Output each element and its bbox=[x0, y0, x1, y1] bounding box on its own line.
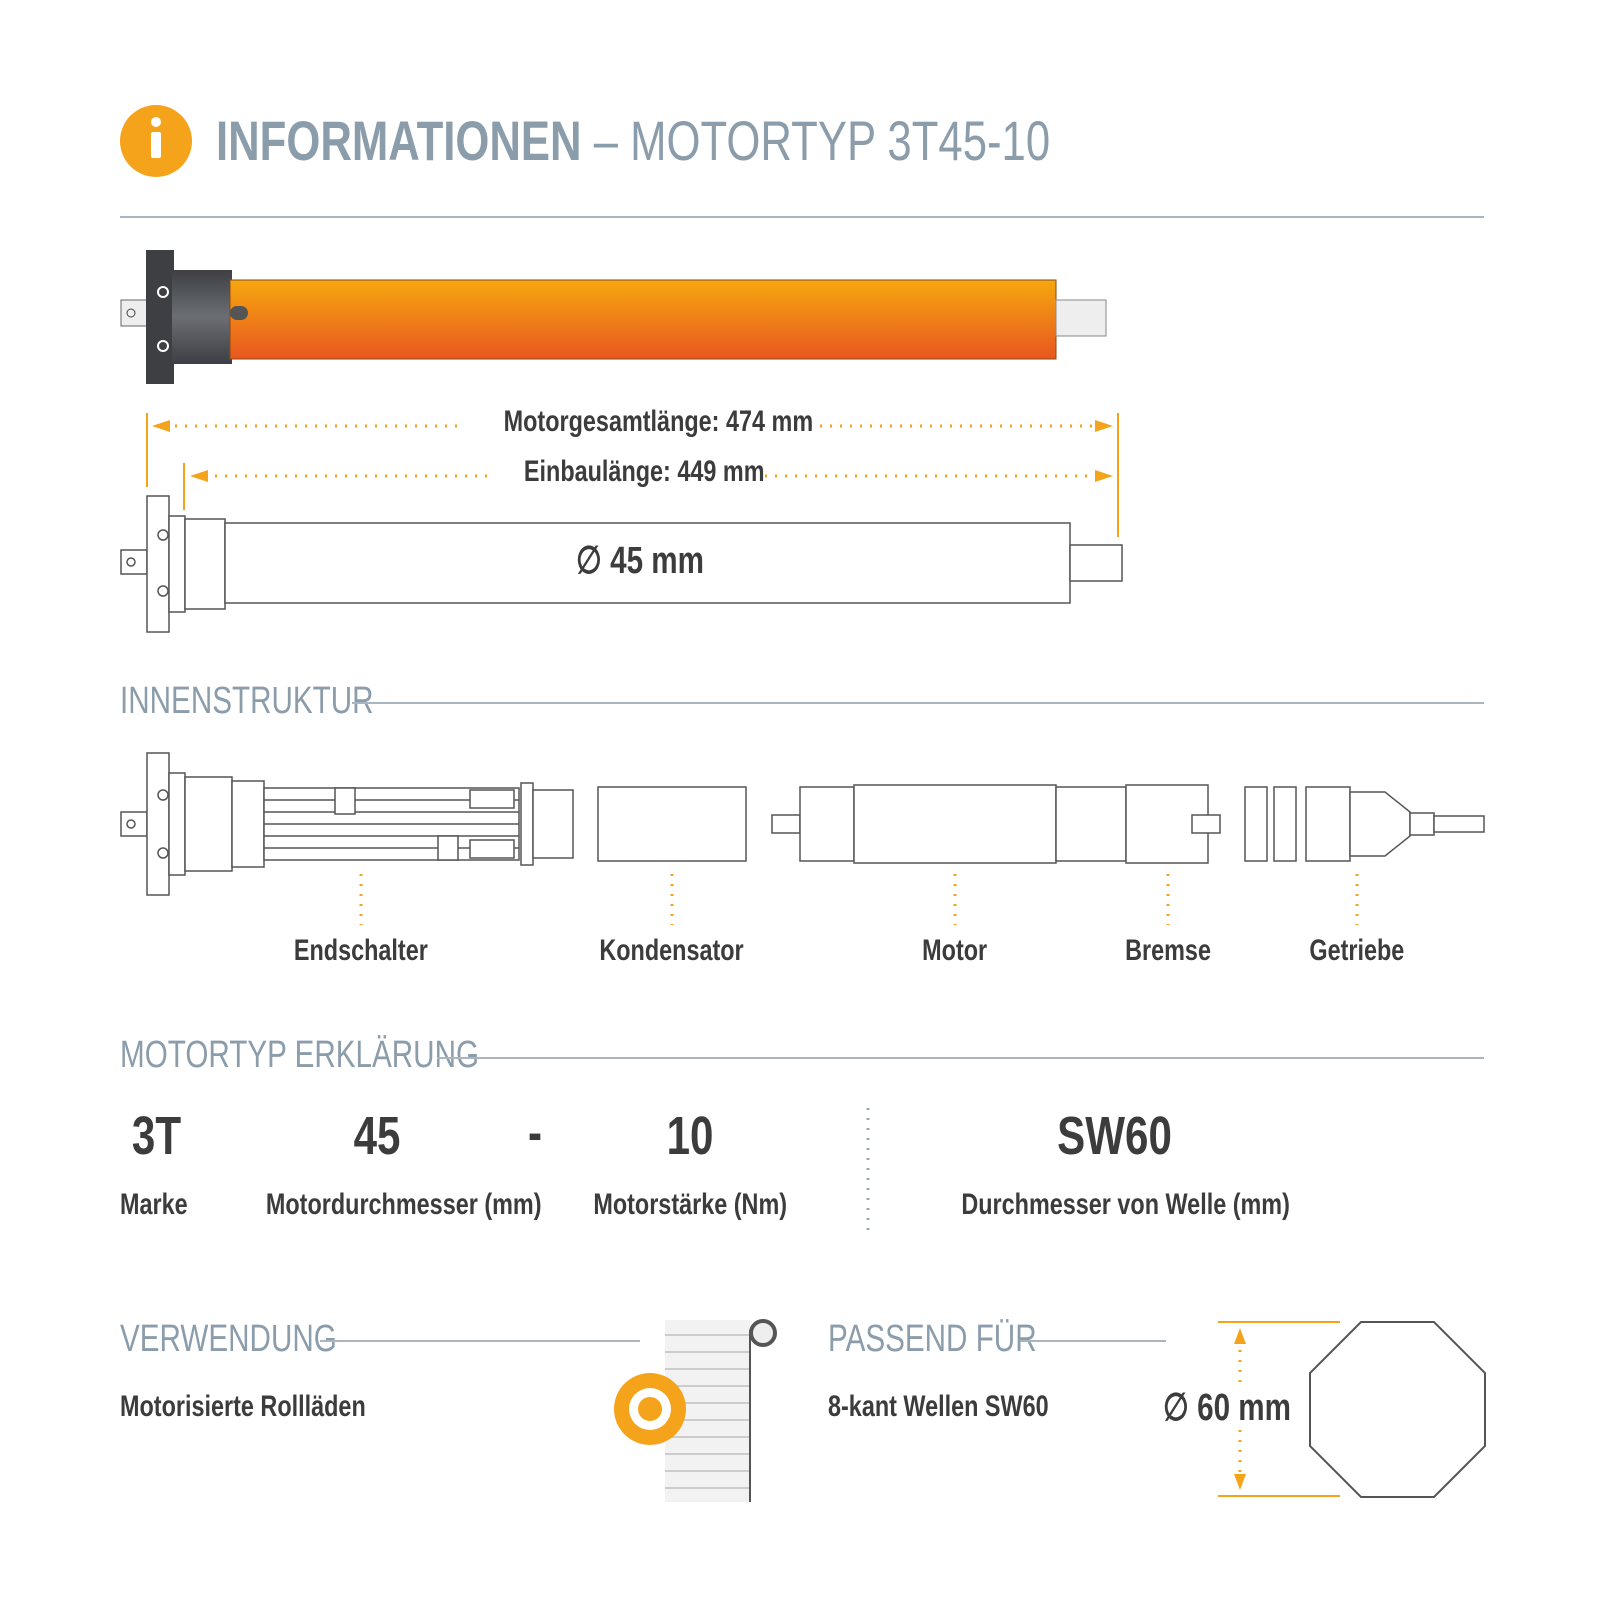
part-label-bremse: Bremse bbox=[1125, 934, 1211, 967]
part-label-motor: Motor bbox=[922, 934, 988, 967]
code-diameter: 45 bbox=[353, 1106, 401, 1166]
code-shaft: SW60 bbox=[1057, 1106, 1173, 1166]
code-brand: 3T bbox=[132, 1106, 182, 1166]
section-divider bbox=[320, 1340, 640, 1342]
section-title-erklaerung: MOTORTYP ERKLÄRUNG bbox=[120, 1034, 480, 1076]
shaft-diameter-label: ∅ 60 mm bbox=[1163, 1387, 1292, 1429]
section-title-verwendung: VERWENDUNG bbox=[120, 1318, 337, 1360]
dimension-lines bbox=[146, 413, 1119, 537]
part-label-endschalter: Endschalter bbox=[294, 934, 428, 967]
info-icon bbox=[120, 105, 192, 177]
part-leader-lines bbox=[359, 874, 1359, 925]
section-divider bbox=[352, 702, 1484, 704]
code-shaft-label: Durchmesser von Welle (mm) bbox=[961, 1188, 1290, 1221]
diameter-label: ∅ 45 mm bbox=[576, 540, 704, 582]
passend-text: 8-kant Wellen SW60 bbox=[828, 1390, 1049, 1423]
section-divider bbox=[437, 1057, 1484, 1059]
sun-icon bbox=[614, 1373, 686, 1445]
section-title-passend: PASSEND FÜR bbox=[828, 1318, 1037, 1360]
section-title-innenstruktur: INNENSTRUKTUR bbox=[120, 680, 374, 722]
code-brand-label: Marke bbox=[120, 1188, 188, 1221]
title-bold: INFORMATIONEN bbox=[216, 109, 582, 172]
verwendung-text: Motorisierte Rollläden bbox=[120, 1390, 366, 1423]
part-label-kondensator: Kondensator bbox=[599, 934, 745, 967]
page-title: INFORMATIONEN – MOTORTYP 3T45-10 bbox=[216, 108, 1285, 173]
header-divider bbox=[120, 216, 1484, 218]
code-torque-label: Motorstärke (Nm) bbox=[593, 1188, 787, 1221]
title-rest: – MOTORTYP 3T45-10 bbox=[581, 109, 1051, 172]
code-torque: 10 bbox=[666, 1106, 714, 1166]
motor-outline-illustration bbox=[120, 495, 1123, 633]
install-length-label: Einbaulänge: 449 mm bbox=[523, 455, 765, 488]
code-separator: - bbox=[527, 1103, 543, 1163]
internal-structure-illustration bbox=[120, 752, 1485, 896]
code-diameter-label: Motordurchmesser (mm) bbox=[265, 1188, 542, 1221]
part-label-getriebe: Getriebe bbox=[1309, 934, 1405, 967]
total-length-label: Motorgesamtlänge: 474 mm bbox=[503, 405, 814, 438]
section-divider bbox=[1020, 1340, 1166, 1342]
motor-colored-illustration bbox=[120, 250, 1107, 384]
octagon-shaft-icon bbox=[1218, 1321, 1486, 1498]
